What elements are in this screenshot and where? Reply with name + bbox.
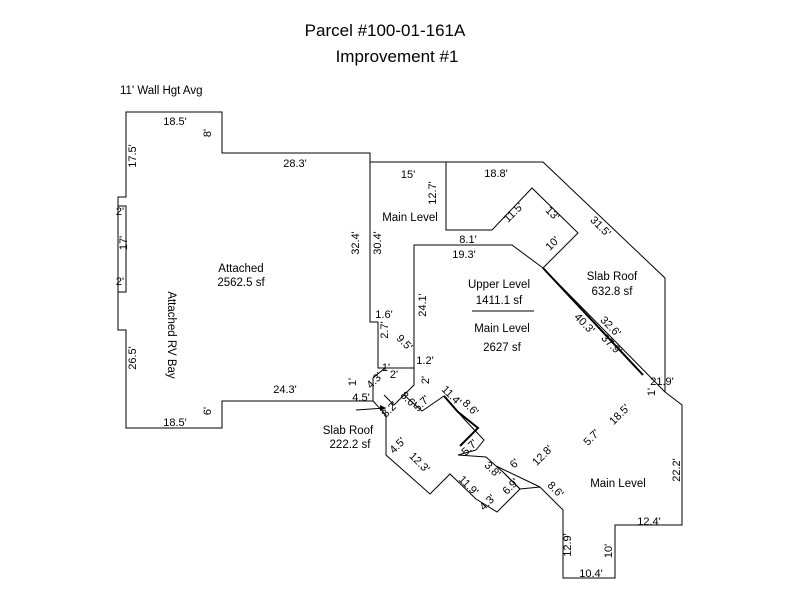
dimension-label: 8.6' [545,479,566,500]
dimension-label: 18.5' [163,116,187,128]
dimension-label: 4.3' [477,492,498,513]
dimension-label: 40.3' [572,311,597,336]
main-level-top-label: Main Level [382,212,438,224]
lower-connector [495,465,541,488]
dimension-label: 24.3' [273,384,297,396]
dimension-label: 37.9' [599,332,624,357]
dimension-label: 10' [544,235,563,254]
dimension-label: 12.7' [427,181,439,205]
dimension-label: 6' [508,457,522,471]
dimension-label: 8.2' [379,399,400,420]
dimension-label: 11.9' [456,474,481,499]
dimension-label: 30.4' [372,231,384,255]
main-level-bottom-label: Main Level [590,478,646,490]
upper-level-area: 1411.1 sf [476,295,523,307]
dimension-label: 12.4' [637,516,661,528]
improvement-title: Improvement #1 [336,47,459,66]
dimension-label: 5.7' [581,427,602,448]
rv-bay-label: Attached RV Bay [165,291,177,379]
dimension-label: 2' [420,376,432,384]
dimension-label: 8.1' [459,234,476,246]
main-level-center-label: Main Level [474,323,530,335]
pointer-arrowhead [380,405,386,411]
dimension-label: 1' [382,362,390,374]
main-level-center-area: 2627 sf [483,342,522,354]
stair-heavy-edge-2 [457,411,480,447]
dimension-label: 2' [116,206,124,218]
dimension-label: 13' [543,205,562,224]
attached-area: 2562.5 sf [217,277,265,289]
dimension-label: 6' [202,407,214,415]
dimension-label: 32.4' [350,231,362,255]
dimension-label: 17.5' [127,144,139,168]
dimension-label: 21.9' [650,376,674,388]
dimension-label: 2.7' [379,321,391,338]
dimension-label: 1.2' [416,355,433,367]
dimension-label: 10' [603,544,615,558]
stair-box-outline [384,367,485,451]
dimension-label: 12.9' [562,533,574,557]
dimension-label: 31.5' [588,214,613,239]
dimension-label: 1' [646,388,658,396]
dimension-label: 26.5' [127,346,139,370]
dimension-label: 15' [401,169,415,181]
slab-roof-left-outline [372,400,521,513]
stair-heavy-edge [443,395,459,413]
dimension-label: 18.5' [163,417,187,429]
dimension-label: 22.2' [671,458,683,482]
dimension-label: 19.3' [452,249,476,261]
dimension-label: 4.5' [352,392,369,404]
dimension-label: 2' [390,369,398,381]
parcel-title: Parcel #100-01-161A [305,21,466,40]
dimension-label: 28.3' [283,158,307,170]
dimension-label: 18.8' [484,168,508,180]
attached-label: Attached [218,263,263,275]
area-labels: Attached 2562.5 sf Attached RV Bay Main … [165,212,646,490]
dimension-label: 3.8' [482,459,503,480]
dimension-label: 1' [347,378,359,386]
dimension-label: 12.3' [407,450,432,475]
dimension-label: 6.9' [500,476,521,497]
dimension-label: 2' [116,276,124,288]
slab-roof-right-area: 632.8 sf [592,286,634,298]
dimension-label: 1.6' [375,309,392,321]
dimension-label: 9.5' [394,332,415,353]
slab-roof-diagonal [542,267,644,376]
main-level-bottom-outline [519,391,683,579]
dimension-label: 8' [202,129,214,137]
attached-outline [117,111,387,429]
dimension-label: 4.5' [387,435,408,456]
sketch-lines [117,111,683,579]
slab-roof-left-label: Slab Roof [323,425,374,437]
dimension-label: 12.8' [530,443,555,468]
dimension-label: 10.4' [579,568,603,580]
upper-level-outline [388,244,666,393]
lower-connector-2 [502,471,521,490]
dimension-label: 17' [118,236,130,250]
upper-level-label: Upper Level [468,279,530,291]
slab-roof-right-label: Slab Roof [587,271,638,283]
slab-roof-outer-edge [446,161,666,392]
dimension-label: 11.5' [502,201,527,226]
wall-height-note: 11' Wall Hgt Avg [120,85,203,97]
stair-small-box [383,394,405,406]
dimension-labels: 18.5' 8' 17.5' 28.3' 2' 17' 2' 26.5' 18.… [116,116,683,580]
slab-roof-left-area: 222.2 sf [330,439,372,451]
dimension-label: 24.1' [417,293,429,317]
dimension-label: 18.5' [607,402,632,427]
